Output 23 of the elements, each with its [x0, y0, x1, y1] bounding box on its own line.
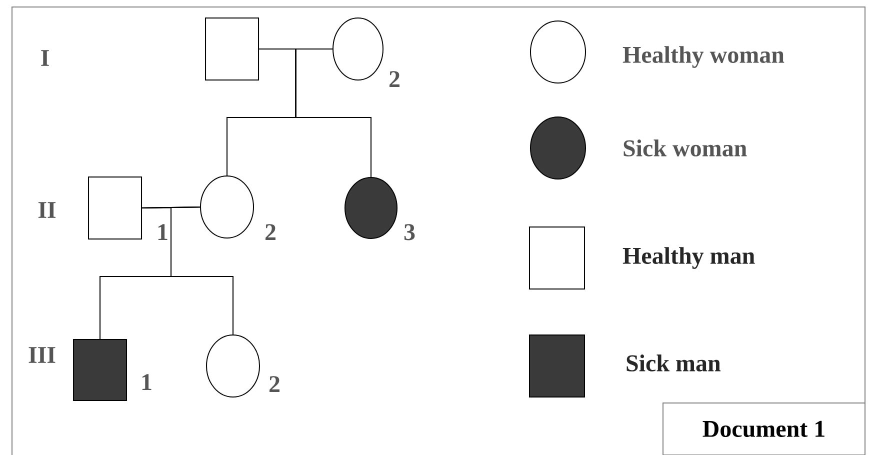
female-symbol [200, 176, 254, 238]
legend-label: Sick man [626, 354, 720, 372]
generation-label: I [41, 50, 49, 66]
affected-male-symbol [73, 338, 127, 401]
mating-line [142, 206, 200, 208]
affected-female-symbol [344, 177, 398, 239]
descent-line [295, 48, 372, 178]
individual-number: 1 [142, 374, 152, 390]
legend-label: Sick woman [624, 140, 747, 156]
individual-number: 2 [270, 376, 280, 392]
individual-number: 3 [404, 224, 415, 240]
legend-label: Healthy woman [622, 46, 784, 68]
male-symbol [205, 18, 259, 80]
document-label-box: Document 1 [662, 402, 866, 455]
female-symbol [332, 18, 384, 80]
male-symbol [88, 176, 142, 240]
individual-number: 2 [266, 224, 276, 240]
legend-label: Healthy man [622, 247, 755, 269]
individual-number: 1 [158, 224, 168, 240]
female-symbol [206, 334, 260, 398]
generation-label: II [38, 202, 56, 218]
individual-number: 2 [390, 71, 400, 87]
descent-line [170, 206, 234, 335]
